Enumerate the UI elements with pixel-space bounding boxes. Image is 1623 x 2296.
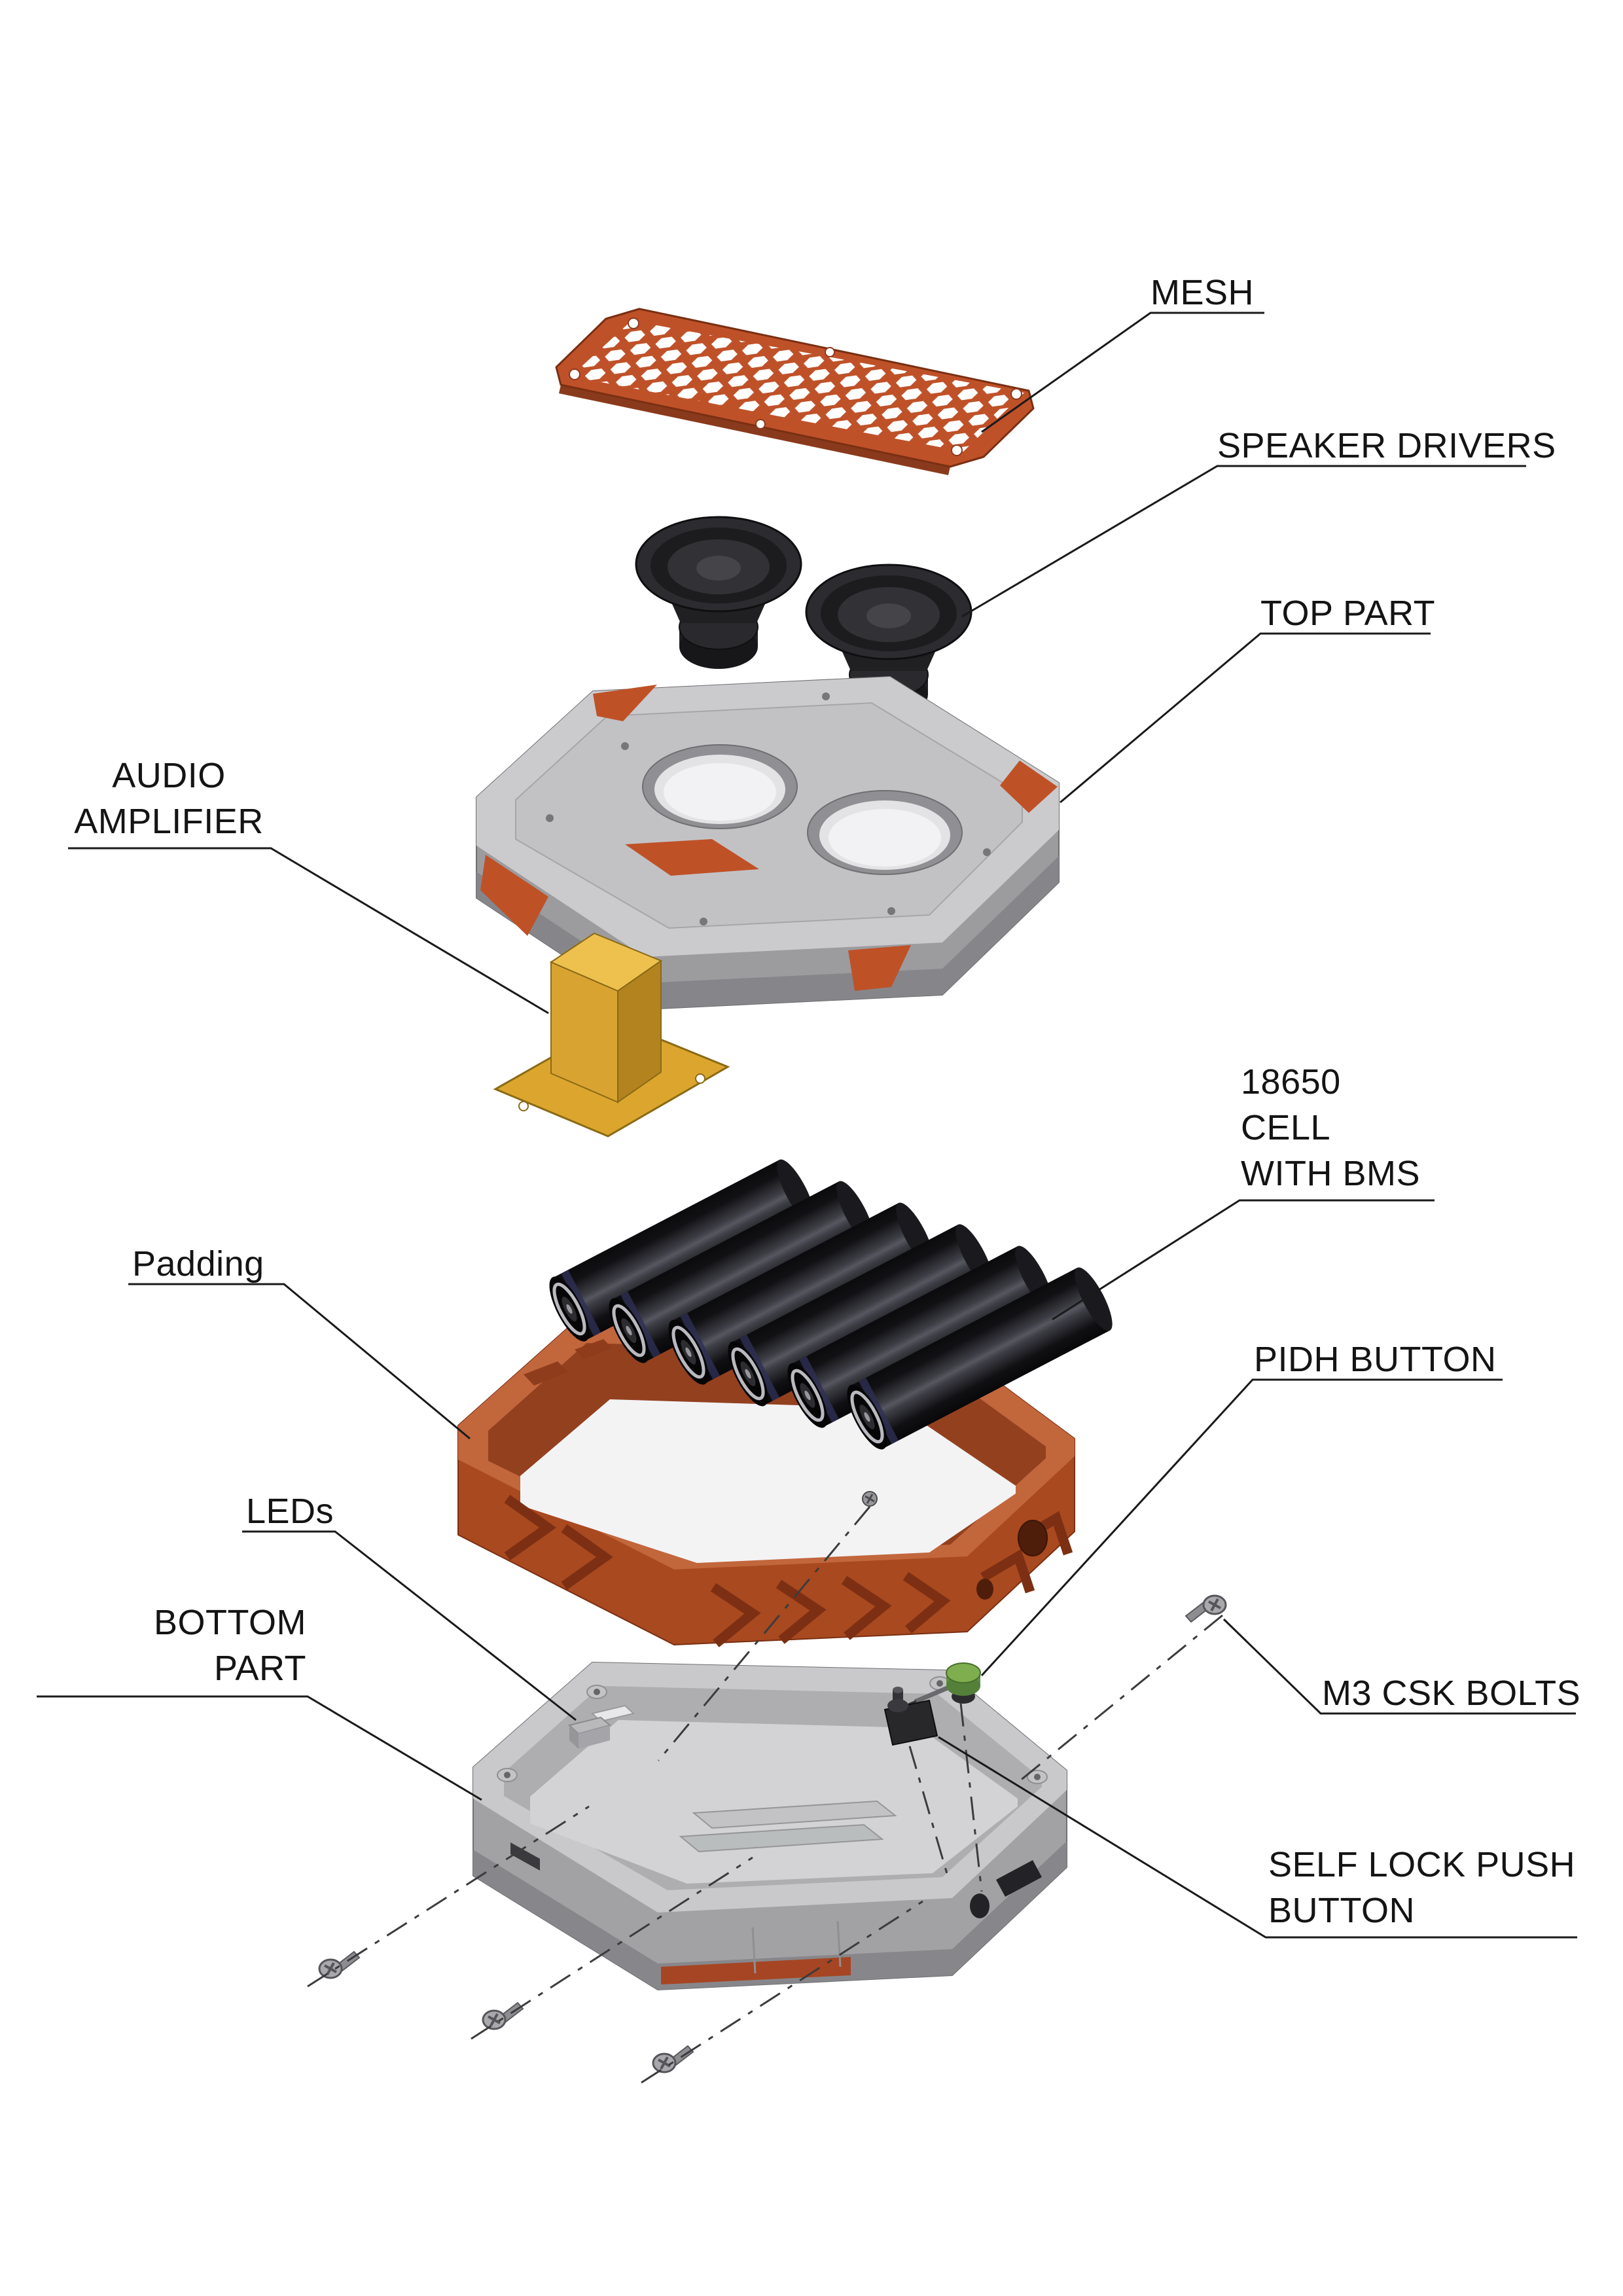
battery-cell: [847, 1267, 1113, 1450]
label-pidh-button: PIDH BUTTON: [1254, 1340, 1497, 1379]
speaker-drivers-part: [635, 516, 972, 717]
battery-cell: [668, 1202, 934, 1385]
leader-padding: [128, 1283, 471, 1440]
leader-speaker-drivers: [961, 465, 1526, 618]
label-top-part: TOP PART: [1260, 594, 1436, 633]
leader-mesh: [981, 312, 1264, 433]
leader-self-lock: [938, 1736, 1577, 1939]
leader-leds: [242, 1530, 577, 1721]
bottom-part: [473, 1661, 1067, 1991]
audio-amplifier-part: [493, 932, 730, 1138]
leader-lines: [37, 312, 1577, 1939]
label-18650-cell: 18650 CELL WITH BMS: [1241, 1062, 1420, 1193]
screw-axis-lines: [307, 1506, 1223, 2084]
pidh-button-part: [908, 1662, 981, 1706]
self-lock-button-part: [883, 1687, 938, 1746]
mesh-part: [555, 308, 1035, 475]
label-speaker-drivers: SPEAKER DRIVERS: [1217, 426, 1556, 465]
label-audio-amplifier: AUDIO AMPLIFIER: [74, 756, 264, 841]
label-m3-csk-bolts: M3 CSK BOLTS: [1322, 1674, 1581, 1713]
battery-cell: [549, 1159, 815, 1342]
bolt: [482, 2001, 524, 2030]
top-part: [476, 675, 1060, 1011]
padding-floor-screw: [862, 1491, 878, 1507]
speaker-driver-left: [635, 516, 802, 669]
label-padding: Padding: [132, 1244, 264, 1283]
leader-pidh-button: [980, 1378, 1503, 1677]
battery-cell: [787, 1246, 1053, 1428]
leader-top-part: [1060, 632, 1431, 804]
leader-cell: [1052, 1199, 1435, 1321]
battery-pack-part: [549, 1159, 1113, 1450]
led-bracket-part: [567, 1704, 635, 1749]
leader-audio-amplifier: [68, 847, 549, 1014]
leader-m3-bolts: [1222, 1618, 1576, 1715]
battery-cell: [728, 1224, 993, 1407]
leader-bottom-part: [37, 1695, 482, 1801]
label-leds: LEDs: [246, 1492, 334, 1531]
label-mesh: MESH: [1150, 273, 1255, 312]
top-part-orange-accents: [480, 685, 1058, 991]
label-bottom-part: BOTTOM PART: [153, 1603, 306, 1688]
bolt: [652, 2045, 694, 2073]
label-self-lock-button: SELF LOCK PUSH BUTTON: [1268, 1845, 1576, 1930]
